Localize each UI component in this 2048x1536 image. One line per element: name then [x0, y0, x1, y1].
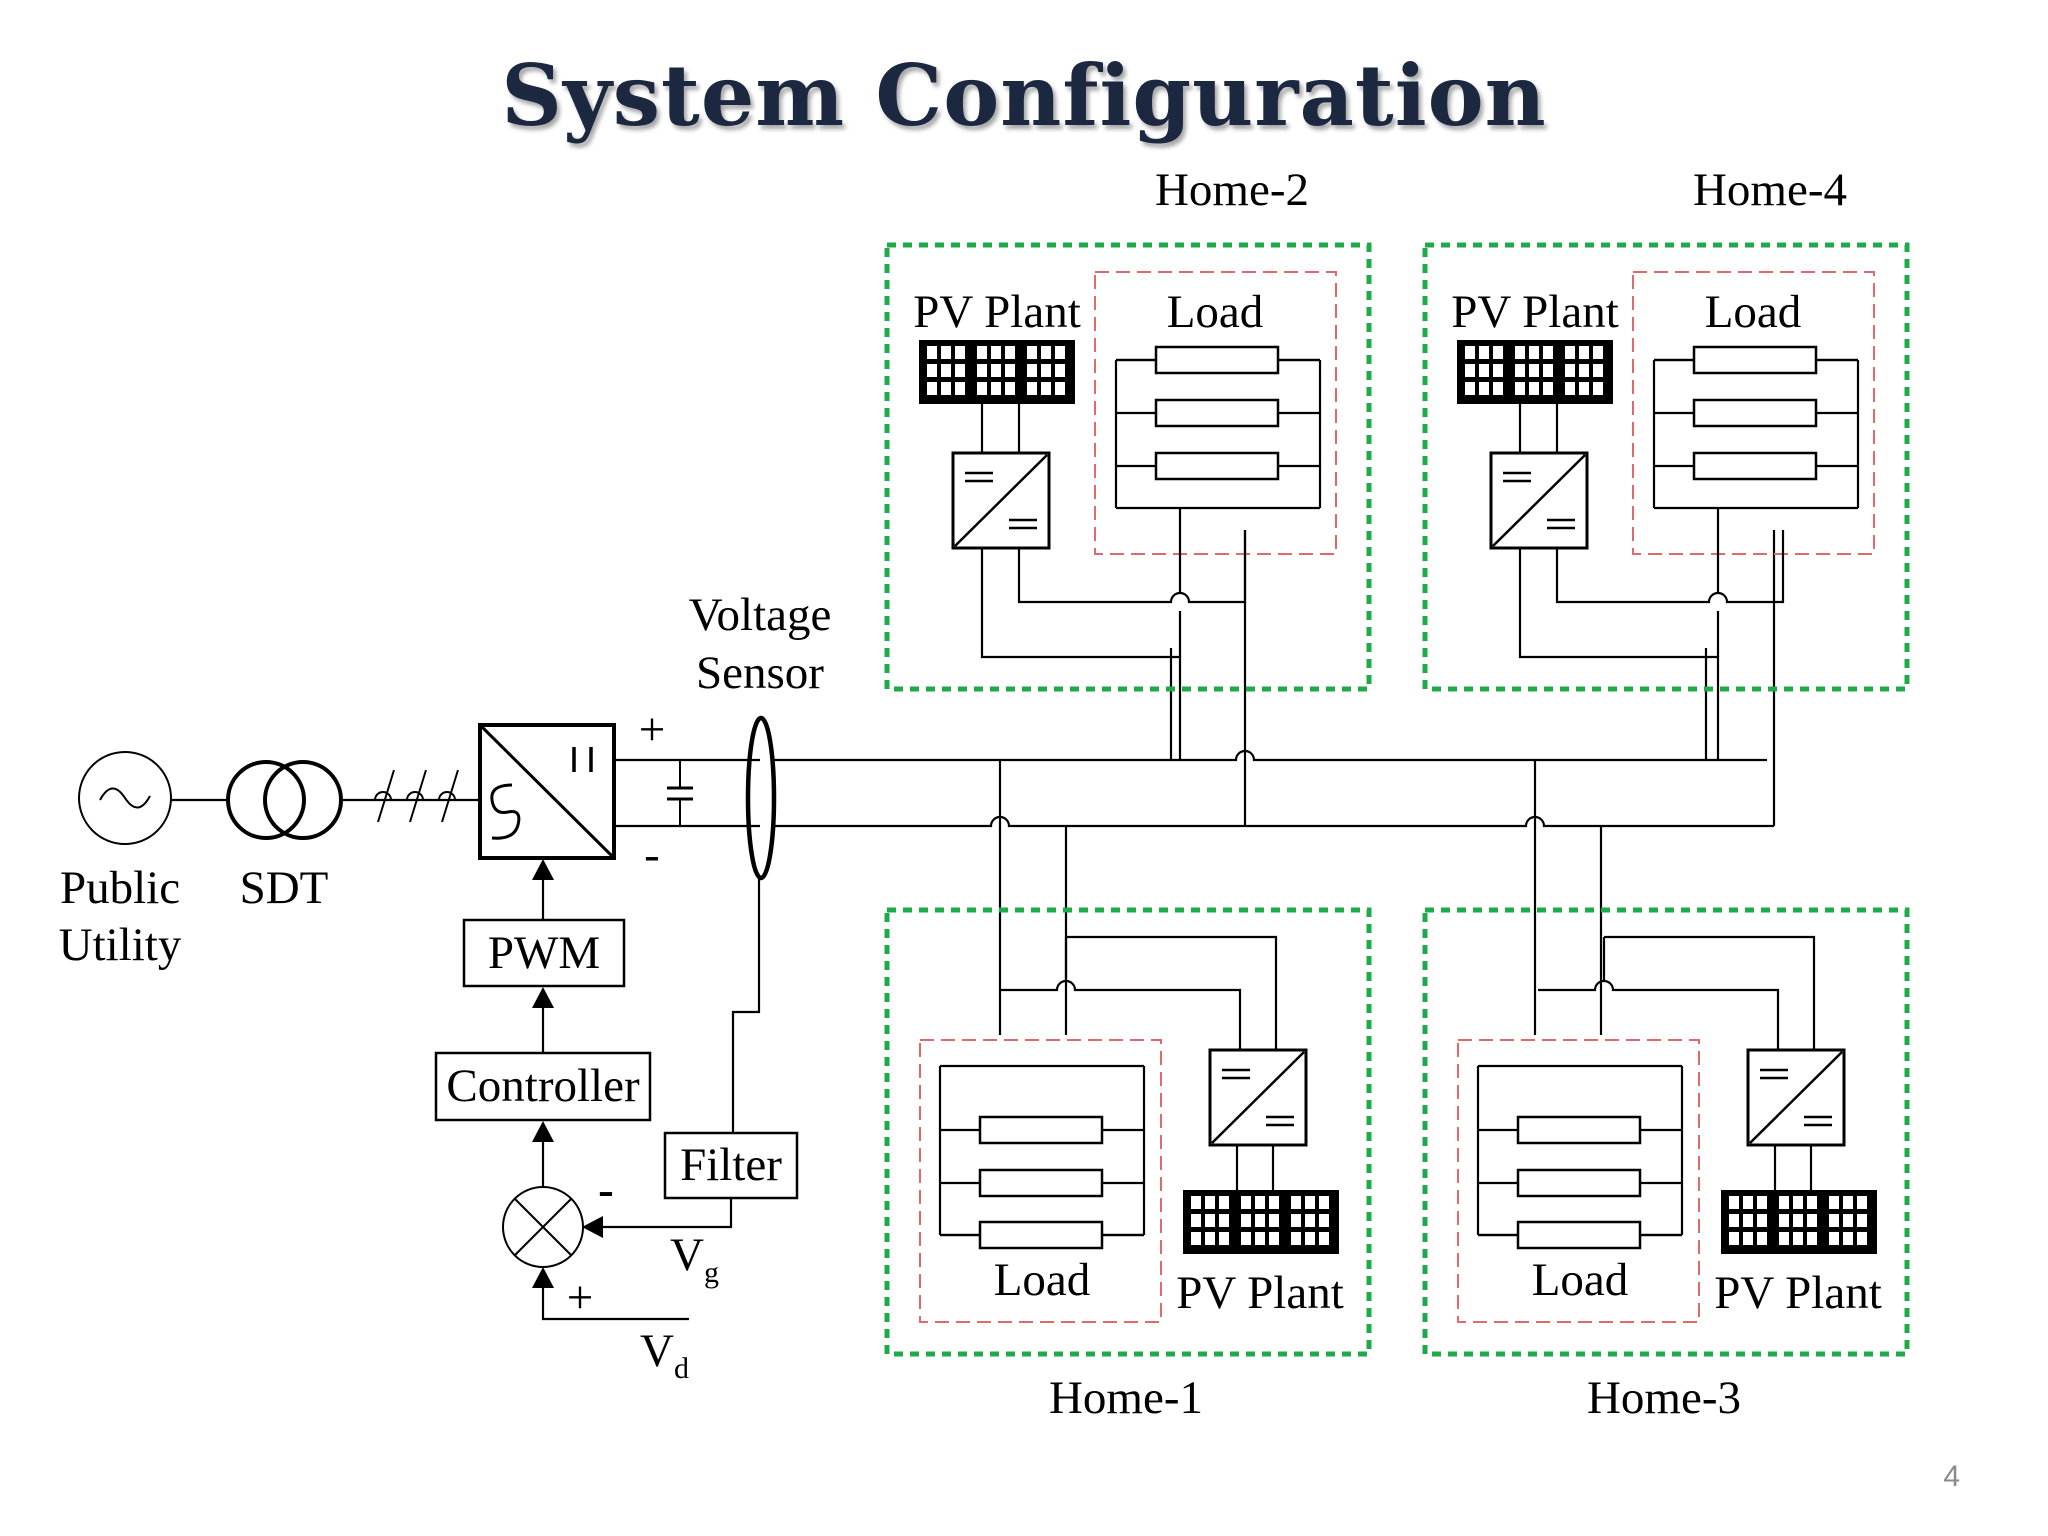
three-phase-marks: [374, 769, 459, 823]
load-boundary: [1457, 1039, 1700, 1323]
pv-panel-icon: [1721, 1190, 1877, 1254]
pv-plant-label: PV Plant: [1176, 1267, 1344, 1319]
load-label: Load: [994, 1254, 1091, 1306]
voltage-sensor-symbol: [745, 715, 777, 881]
home-boundary: [884, 907, 1372, 1357]
pwm-block: [462, 918, 626, 988]
load-boundary: [919, 1039, 1162, 1323]
pv-plant-label: PV Plant: [1451, 286, 1619, 338]
load-boundary: [1632, 271, 1875, 555]
load-bank: [1652, 345, 1860, 510]
load-bank: [938, 1064, 1146, 1250]
pv-plant-label: PV Plant: [1714, 1267, 1882, 1319]
public-utility-label-line1: Public: [60, 862, 180, 914]
dc-capacitor: [667, 760, 693, 826]
dc-minus-label: -: [644, 829, 660, 881]
load-label: Load: [1167, 286, 1264, 338]
load-bank: [1114, 345, 1322, 510]
load-label: Load: [1705, 286, 1802, 338]
home-name-label: Home-2: [1155, 164, 1309, 216]
home-boundary: [1422, 242, 1910, 692]
summer-minus-sign: -: [598, 1164, 614, 1216]
dc-dc-converter-icon: [951, 451, 1051, 550]
home-2: Home-2 PV Plant Load: [884, 164, 1372, 760]
sensor-label-line2: Sensor: [696, 647, 824, 699]
page-title: System Configuration: [501, 46, 1547, 145]
pwm-label: PWM: [488, 927, 600, 979]
home-name-label: Home-3: [1587, 1372, 1741, 1424]
vd-label: Vd: [640, 1325, 689, 1385]
negative-bus: [774, 815, 1774, 828]
pv-panel-icon: [1183, 1190, 1339, 1254]
controller-block: [434, 1051, 652, 1122]
summer-plus-sign: +: [567, 1272, 594, 1324]
ac-dc-converter: [478, 723, 616, 860]
vg-label: Vg: [670, 1229, 719, 1289]
filter-label: Filter: [680, 1139, 782, 1191]
load-boundary: [1094, 271, 1337, 555]
home-1: Home-1 Load PV Plant: [884, 907, 1372, 1424]
home-name-label: Home-4: [1693, 164, 1847, 216]
home-3: Home-3 Load PV Plant: [1422, 907, 1910, 1424]
home-name-label: Home-1: [1049, 1372, 1203, 1424]
filter-block: [663, 1131, 799, 1200]
home-boundary: [884, 242, 1372, 692]
transformer-symbol: [226, 760, 343, 840]
slide-number: 4: [1943, 1460, 1960, 1493]
summing-junction: [502, 1186, 584, 1268]
controller-label: Controller: [446, 1060, 640, 1112]
pv-panel-icon: [1457, 340, 1613, 404]
positive-bus: [774, 749, 1767, 762]
load-bank: [1476, 1064, 1684, 1250]
dc-dc-converter-icon: [1746, 1048, 1846, 1147]
sensor-label-line1: Voltage: [689, 589, 832, 641]
dc-dc-converter-icon: [1208, 1048, 1308, 1147]
ac-source-symbol: [78, 751, 172, 845]
pv-plant-label: PV Plant: [913, 286, 1081, 338]
home-boundary: [1422, 907, 1910, 1357]
sdt-label: SDT: [240, 862, 329, 914]
dc-dc-converter-icon: [1489, 451, 1589, 550]
dc-plus-label: +: [639, 704, 666, 756]
public-utility-label-line2: Utility: [59, 919, 182, 971]
pv-panel-icon: [919, 340, 1075, 404]
load-label: Load: [1532, 1254, 1629, 1306]
home-4: Home-4 PV Plant Load: [1422, 164, 1910, 760]
